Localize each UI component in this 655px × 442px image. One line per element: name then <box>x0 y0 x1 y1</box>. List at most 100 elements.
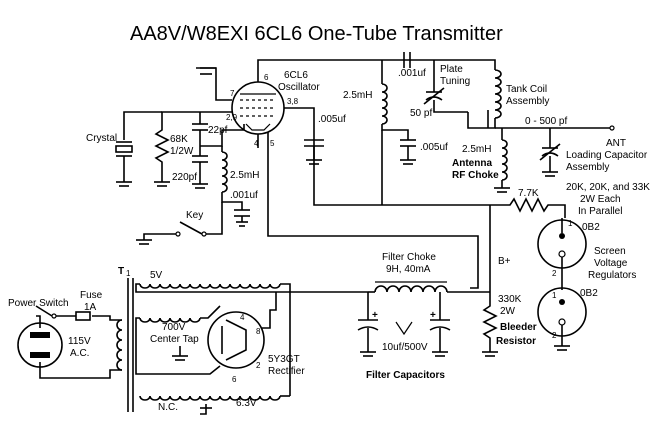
fuse <box>75 311 91 321</box>
ant-choke-label-1: Antenna <box>452 158 492 169</box>
filter-cap-1-plus: + <box>372 310 378 321</box>
bplus-label: B+ <box>498 256 511 267</box>
grid-res-power: 1/2W <box>170 146 194 157</box>
key-switch <box>179 221 203 235</box>
tank-coil <box>494 69 502 119</box>
load-label-2: Assembly <box>566 162 609 173</box>
rect-pin-8: 8 <box>256 327 261 336</box>
transformer-label: T <box>118 266 124 277</box>
mains-plug-icon <box>17 322 63 368</box>
winding-700v-label-1: 700V <box>162 322 186 333</box>
cap-22pf-label: 22pf <box>208 125 228 136</box>
mains-label-1: 115V <box>68 336 91 347</box>
cap-220pf-label: 220pf <box>172 172 197 183</box>
vr-pin-2b-label: 2 <box>552 331 557 340</box>
winding-700v-label-2: Center Tap <box>150 334 199 345</box>
vr-pin-1-label: 1 <box>568 219 573 228</box>
plate-tuning-value: 50 pf <box>410 108 432 119</box>
tube-role-label: Oscillator <box>278 82 320 93</box>
pin-screen-label: 3,8 <box>287 97 299 106</box>
winding-63v-label: 6.3V <box>236 398 257 409</box>
load-label-1: Loading Capacitor <box>566 150 648 161</box>
pin-cathode-label: 2,9 <box>226 113 238 122</box>
rect-pin-4: 4 <box>240 313 245 322</box>
pin-heater-b-label: 5 <box>270 139 275 148</box>
filter-cap-2-plus: + <box>430 310 436 321</box>
plate-tuning-label-1: Plate <box>440 64 463 75</box>
grid-res-value: 68K <box>170 134 188 145</box>
winding-63v <box>139 395 281 401</box>
oscillator-tube-6cl6 <box>231 81 285 135</box>
coupling-cap-label: .001uf <box>398 68 426 79</box>
bleeder-value-1: 330K <box>498 294 522 305</box>
cathode-choke <box>221 151 228 193</box>
suppressor-ground-wire <box>200 67 232 101</box>
bleeder-label-1: Bleeder <box>500 322 537 333</box>
plate-tuning-label-2: Tuning <box>440 76 470 87</box>
winding-5v-label: 5V <box>150 270 163 281</box>
winding-700v <box>139 317 201 323</box>
power-switch-label: Power Switch <box>8 298 69 309</box>
screen-res-note-1: 20K, 20K, and 33K <box>566 182 650 193</box>
cathode-choke-label: 2.5mH <box>230 170 259 181</box>
screen-bypass-label: .005uf <box>318 114 346 125</box>
fuse-label-2: 1A <box>84 302 97 313</box>
vr-tube-bottom-label: 0B2 <box>580 288 598 299</box>
winding-5v <box>139 283 281 289</box>
vr-pin-1b-label: 1 <box>552 291 557 300</box>
plate-bypass-label: .005uf <box>420 142 448 153</box>
crystal-symbol <box>115 141 133 157</box>
filter-caps-label: Filter Capacitors <box>366 370 445 381</box>
vr-label-1: Screen <box>594 246 626 257</box>
rectifier-tube <box>207 311 265 369</box>
nc-label: N.C. <box>158 402 178 413</box>
load-range-label: 0 - 500 pf <box>525 116 567 127</box>
bleeder-resistor <box>482 300 498 352</box>
filter-choke <box>374 285 448 293</box>
vr-label-2: Voltage <box>594 258 628 269</box>
filter-choke-label-1: Filter Choke <box>382 252 436 263</box>
rectifier-label-2: Rectifier <box>268 366 305 377</box>
crystal-label: Crystal <box>86 133 117 144</box>
antenna-rf-choke <box>501 139 508 181</box>
transformer-sub: 1 <box>126 269 131 278</box>
diagram-title: AA8V/W8EXI 6CL6 One-Tube Transmitter <box>130 23 503 45</box>
bleeder-value-2: 2W <box>500 306 516 317</box>
pin-heater-a-label: 4 <box>254 139 259 148</box>
screen-res-note-2: 2W Each <box>580 194 621 205</box>
ant-label: ANT <box>606 138 626 149</box>
rectifier-label-1: 5Y3GT <box>268 354 300 365</box>
rect-pin-2: 2 <box>256 361 261 370</box>
vr-pin-2a-label: 2 <box>552 269 557 278</box>
filter-caps-arrow-icon <box>395 321 413 336</box>
plate-wire <box>257 59 496 82</box>
power-switch <box>35 305 53 317</box>
plate-choke-label: 2.5mH <box>343 90 372 101</box>
vr-tube-top-label: 0B2 <box>582 222 600 233</box>
tank-label-1: Tank Coil <box>506 84 547 95</box>
rect-pin-6: 6 <box>232 375 237 384</box>
mains-label-2: A.C. <box>70 348 89 359</box>
grid-wire <box>161 111 232 118</box>
ant-choke-value: 2.5mH <box>462 144 491 155</box>
screen-res-note-3: In Parallel <box>578 206 622 217</box>
pin-plate-label: 6 <box>264 73 269 82</box>
key-label: Key <box>186 210 203 221</box>
filter-caps-value: 10uf/500V <box>382 342 428 353</box>
screen-res-value: 7.7K <box>518 188 539 199</box>
tube-type-label: 6CL6 <box>284 70 308 81</box>
filter-choke-label-2: 9H, 40mA <box>386 264 431 275</box>
cap-001-key-label: .001uf <box>230 190 258 201</box>
screen-resistor <box>490 197 566 218</box>
grid-resistor <box>154 118 170 182</box>
plate-choke <box>381 83 388 125</box>
fuse-label-1: Fuse <box>80 290 103 301</box>
primary-winding <box>116 319 123 371</box>
vr-label-3: Regulators <box>588 270 636 281</box>
heater-wire <box>267 132 479 289</box>
crystal-top-wire <box>123 111 162 140</box>
tank-label-2: Assembly <box>506 96 549 107</box>
bleeder-label-2: Resistor <box>496 336 536 347</box>
